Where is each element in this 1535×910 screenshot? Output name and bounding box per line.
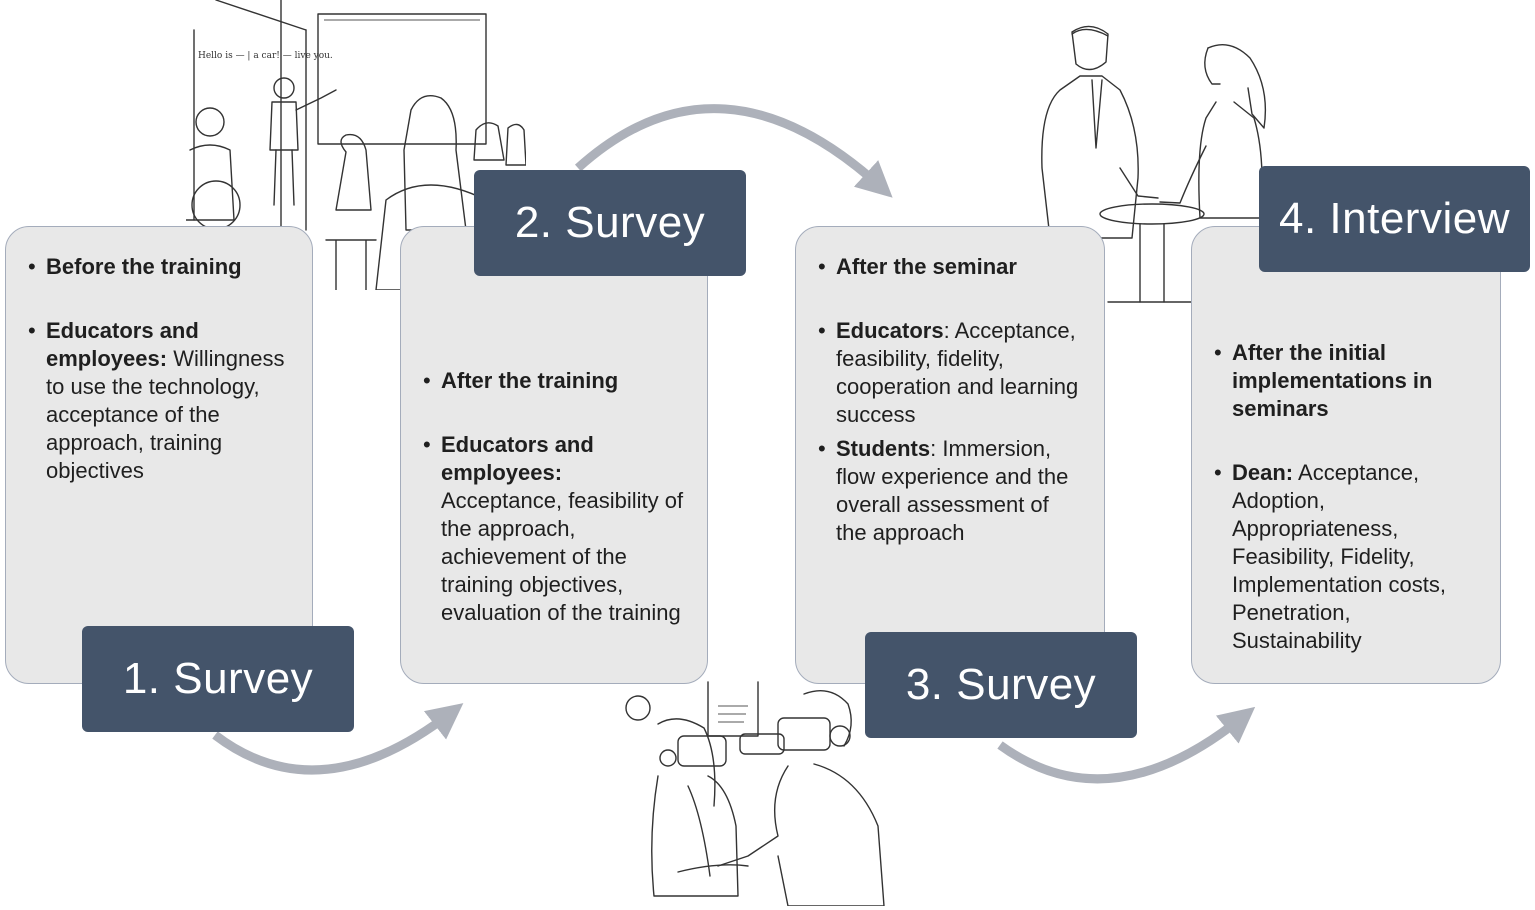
stage-1-label: 1. Survey: [82, 626, 354, 732]
arrow-2-to-3: [574, 104, 893, 198]
stage-1-card: Before the training Educators and employ…: [5, 226, 313, 684]
vr-headset-illustration: [618, 676, 888, 906]
arrow-1-to-2: [212, 703, 464, 775]
stage-1-bullet-1: Before the training: [28, 253, 290, 281]
stage-4-label: 4. Interview: [1259, 166, 1530, 272]
stage-3-bullet-1: After the seminar: [818, 253, 1082, 281]
stage-4-bullet-2: Dean: Acceptance, Adoption, Appropriaten…: [1214, 459, 1478, 655]
stage-4-card: After the initial implementations in sem…: [1191, 226, 1501, 684]
stage-3-card: After the seminar Educators: Acceptance,…: [795, 226, 1105, 684]
board-writing: Hello is — | a car! — live you.: [198, 51, 333, 61]
stage-3-label: 3. Survey: [865, 632, 1137, 738]
stage-2-label: 2. Survey: [474, 170, 746, 276]
stage-2-bullet-1: After the training: [423, 367, 685, 395]
stage-3-bullet-2: Educators: Acceptance, feasibility, fide…: [818, 317, 1082, 429]
stage-2-card: After the training Educators and employe…: [400, 226, 708, 684]
stage-4-bullet-1: After the initial implementations in sem…: [1214, 339, 1478, 423]
stage-1-bullet-2: Educators and employees: Willingness to …: [28, 317, 290, 485]
arrow-3-to-4: [997, 706, 1256, 784]
stage-3-bullet-3: Students: Immersion, flow experience and…: [818, 435, 1082, 547]
stage-2-bullet-2: Educators and employees: Acceptance, fea…: [423, 431, 685, 627]
